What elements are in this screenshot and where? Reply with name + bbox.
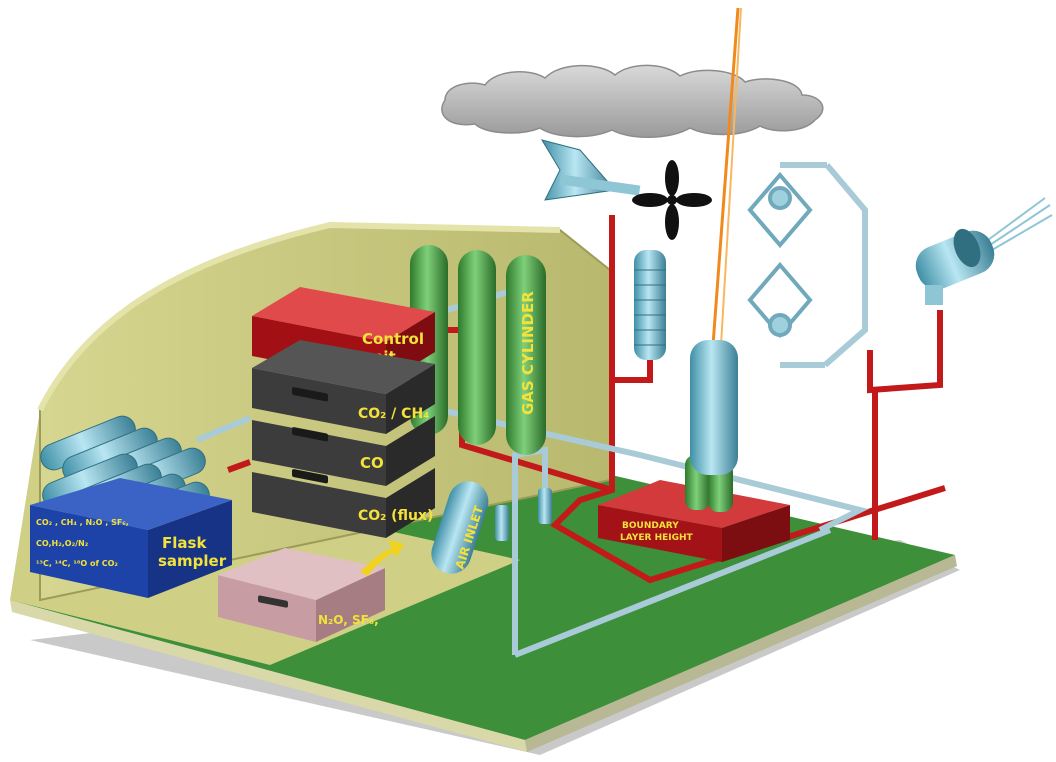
co2-ch4-analyzer: CO₂ / CH₄ bbox=[252, 340, 435, 434]
co2-flux-label: CO₂ (flux) bbox=[358, 508, 433, 524]
wind-vane bbox=[540, 139, 712, 240]
gas-cylinder-g: GAS CYLINDER bbox=[519, 291, 537, 415]
floor-edge bbox=[10, 600, 527, 752]
co-label: CO bbox=[360, 454, 384, 472]
propeller-icon bbox=[632, 160, 712, 240]
control-unit-label: Control bbox=[362, 330, 424, 348]
flask-species-3: ¹³C, ¹⁴C, ¹⁸O of CO₂ bbox=[36, 559, 118, 568]
boundary-layer-unit: BOUNDARY LAYER HEIGHT bbox=[598, 340, 790, 562]
n2o-sf6-label: N₂O, SF₆, bbox=[318, 613, 379, 627]
co2-flux-analyzer: CO₂ (flux) bbox=[252, 468, 435, 538]
co2-ch4-label: CO₂ / CH₄ bbox=[358, 406, 429, 422]
n2o-sf6-analyzer: N₂O, SF₆, bbox=[218, 548, 385, 642]
sonic-anemometer bbox=[747, 171, 813, 339]
flask-sampler-label-2: sampler bbox=[158, 552, 227, 570]
gas-cylinder-label: GAS CYLINDER bbox=[519, 291, 537, 415]
floor-edge-right bbox=[525, 555, 957, 752]
wall-rim bbox=[37, 221, 561, 412]
flask-sampler-label: Flask bbox=[162, 534, 207, 552]
flask-sampler-box: CO₂ , CH₄ , N₂O , SF₆, CO,H₂,O₂/N₂ ¹³C, … bbox=[30, 478, 232, 598]
boundary-label: BOUNDARY bbox=[622, 521, 679, 531]
flask-species-2: CO,H₂,O₂/N₂ bbox=[36, 539, 89, 548]
laser-beam-2 bbox=[720, 7, 742, 346]
laser-beam bbox=[711, 7, 740, 346]
gas-cylinder-2 bbox=[458, 250, 496, 445]
boundary-label-2: LAYER HEIGHT bbox=[620, 533, 694, 543]
gas-cylinder-3 bbox=[506, 255, 546, 455]
flask-species-1: CO₂ , CH₄ , N₂O , SF₆, bbox=[36, 518, 129, 527]
co-analyzer: CO bbox=[252, 416, 435, 486]
sky-camera bbox=[915, 197, 1053, 305]
cloud-icon bbox=[441, 64, 824, 138]
radiation-shield bbox=[634, 250, 666, 360]
arrow-icon bbox=[360, 540, 404, 576]
